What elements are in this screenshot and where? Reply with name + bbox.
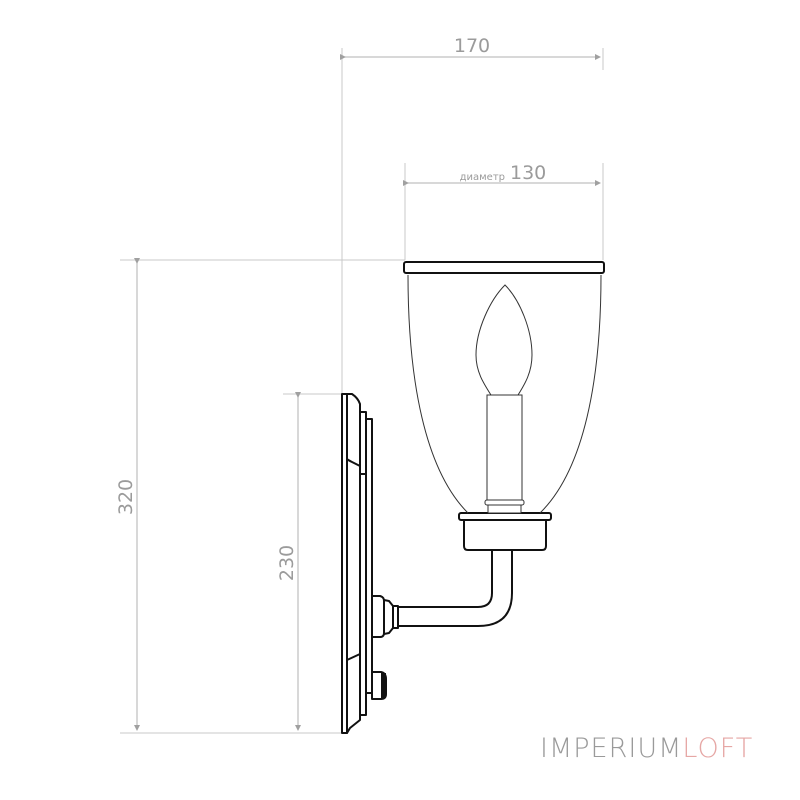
- backplate: [341, 393, 373, 734]
- dimension-diameter-130: диаметр 130: [403, 162, 604, 260]
- candle-bulb: [475, 284, 533, 396]
- dimension-height-320: 320: [115, 258, 405, 734]
- bulb-cup: [458, 512, 552, 551]
- glass-shade: [403, 261, 605, 514]
- height-label: 320: [115, 479, 137, 515]
- brand-logo-part2: LOFT: [682, 733, 754, 764]
- brand-logo: IMPERIUMLOFT: [540, 733, 753, 764]
- diameter-label: 130: [510, 162, 546, 184]
- brand-logo-part1: IMPERIUM: [540, 733, 683, 764]
- candle-sleeve: [484, 394, 525, 514]
- arm-mount: [371, 595, 399, 638]
- dimension-width-170: 170: [340, 35, 604, 395]
- backplate-label: 230: [276, 545, 298, 581]
- dimension-backplate-230: 230: [276, 392, 342, 731]
- width-label: 170: [454, 35, 490, 57]
- mount-knob: [371, 671, 387, 700]
- diameter-caption: диаметр: [460, 172, 505, 183]
- curved-arm: [397, 549, 513, 627]
